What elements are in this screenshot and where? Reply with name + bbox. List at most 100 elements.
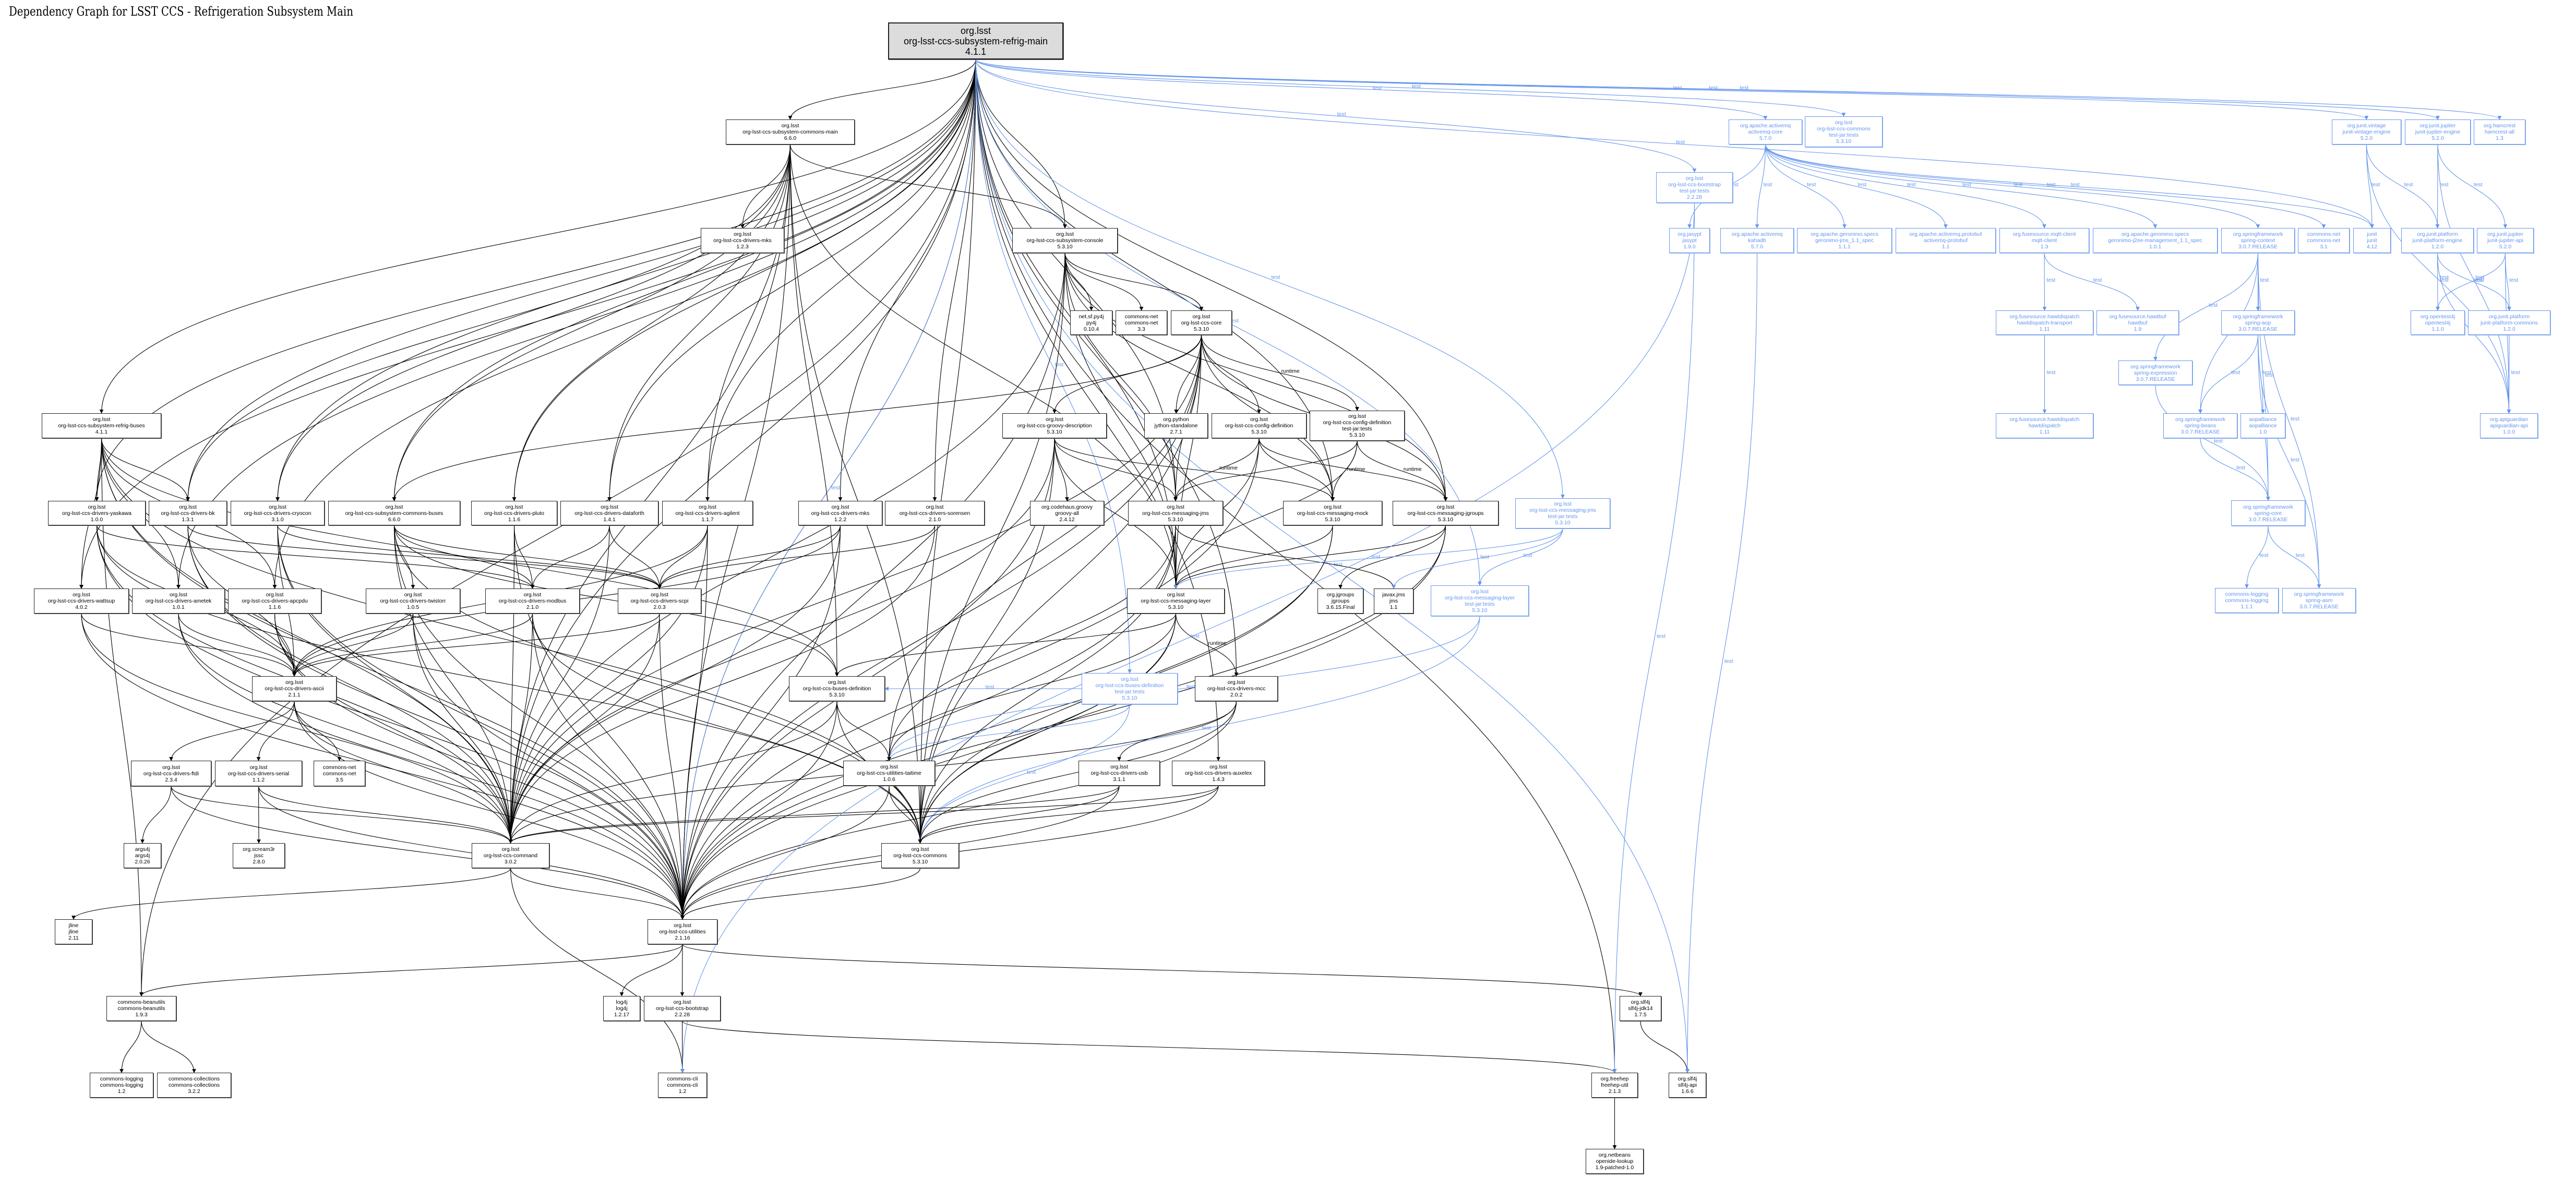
edge-scope-label: runtime	[1347, 466, 1365, 473]
dependency-edge	[2268, 525, 2321, 588]
node-artifact: jython-standalone	[1154, 423, 1198, 429]
edge-scope-label: test	[831, 485, 840, 491]
dependency-edge	[178, 613, 296, 677]
edge-scope-label: test	[1962, 182, 1971, 188]
dependency-edge	[918, 613, 1177, 844]
edge-scope-label: test	[1202, 725, 1211, 731]
